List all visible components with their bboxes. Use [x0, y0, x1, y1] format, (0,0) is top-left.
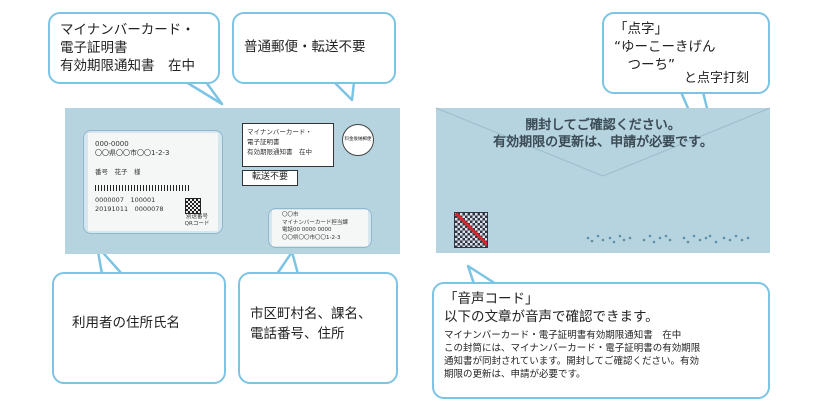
recipient-address: 000-0000 〇〇県〇〇市〇〇1-2-3: [95, 140, 170, 157]
voice-code-slash: [455, 213, 487, 247]
sender-card: [272, 210, 368, 246]
callout-voice-code: 「音声コード」 以下の文章が音声で確認できます。 マイナンバーカード・電子証明書…: [432, 282, 770, 399]
braille-dots: [586, 234, 750, 244]
callout-no-forward-text: 普通郵便・転送不要: [244, 39, 366, 55]
recipient-name: 番号 花子 様: [95, 168, 141, 176]
envelope-back-heading-1: 開封してご確認ください。: [525, 118, 681, 133]
callout-recipient-text: 利用者の住所氏名: [72, 315, 180, 331]
postage-stamp-text: 料金後納郵便: [344, 137, 372, 142]
voice-code-symbol: [454, 212, 488, 248]
envelope-flap-line: [435, 107, 771, 177]
callout-recipient: 利用者の住所氏名: [52, 272, 226, 384]
callout-card-title: マイナンバーカード・ 電子証明書 有効期限通知書 在中: [48, 12, 220, 84]
envelope-back: [436, 108, 770, 253]
callout-braille-suffix: と点字打刻: [684, 71, 750, 86]
postage-stamp-circle: 料金後納郵便: [342, 124, 374, 156]
envelope-back-heading-2: 有効期限の更新は、申請が必要です。: [493, 135, 713, 150]
envelope-no-forward-box: 転送不要: [242, 170, 298, 186]
callout-card-title-text: マイナンバーカード・ 電子証明書 有効期限通知書 在中: [60, 22, 195, 74]
callout-voice-code-title: 「音声コード」 以下の文章が音声で確認できます。: [444, 291, 659, 325]
envelope-no-forward-text: 転送不要: [251, 172, 288, 182]
sender-block: 〇〇市 マイナンバーカード担当課 電話00 0000 0000 〇〇県〇〇市〇〇…: [282, 212, 348, 241]
postal-barcode: [95, 185, 190, 191]
callout-sender-text: 市区町村名、課名、 電話番号、住所: [250, 306, 372, 342]
recipient-qr-label: 別送番号 QRコード: [184, 214, 210, 227]
recipient-card: [88, 133, 218, 231]
callout-no-forward: 普通郵便・転送不要: [232, 12, 396, 84]
callout-braille: 「点字」 “ゆーこーきげん つーち” と点字打刻: [602, 12, 770, 94]
callout-voice-code-body: マイナンバーカード・電子証明書有効期限通知書 在中 この封筒には、マイナンバーカ…: [444, 330, 701, 380]
envelope-label-text: マイナンバーカード・ 電子証明書 有効期限通知書 在中: [247, 128, 312, 156]
envelope-label-box: マイナンバーカード・ 電子証明書 有効期限通知書 在中: [242, 123, 334, 167]
callout-braille-text: 「点字」 “ゆーこーきげん つーち”: [614, 21, 716, 73]
recipient-qr-code: [185, 198, 201, 214]
recipient-numbers: 0000007 100001 20191011 0000078: [95, 196, 164, 213]
callout-sender: 市区町村名、課名、 電話番号、住所: [238, 272, 398, 384]
